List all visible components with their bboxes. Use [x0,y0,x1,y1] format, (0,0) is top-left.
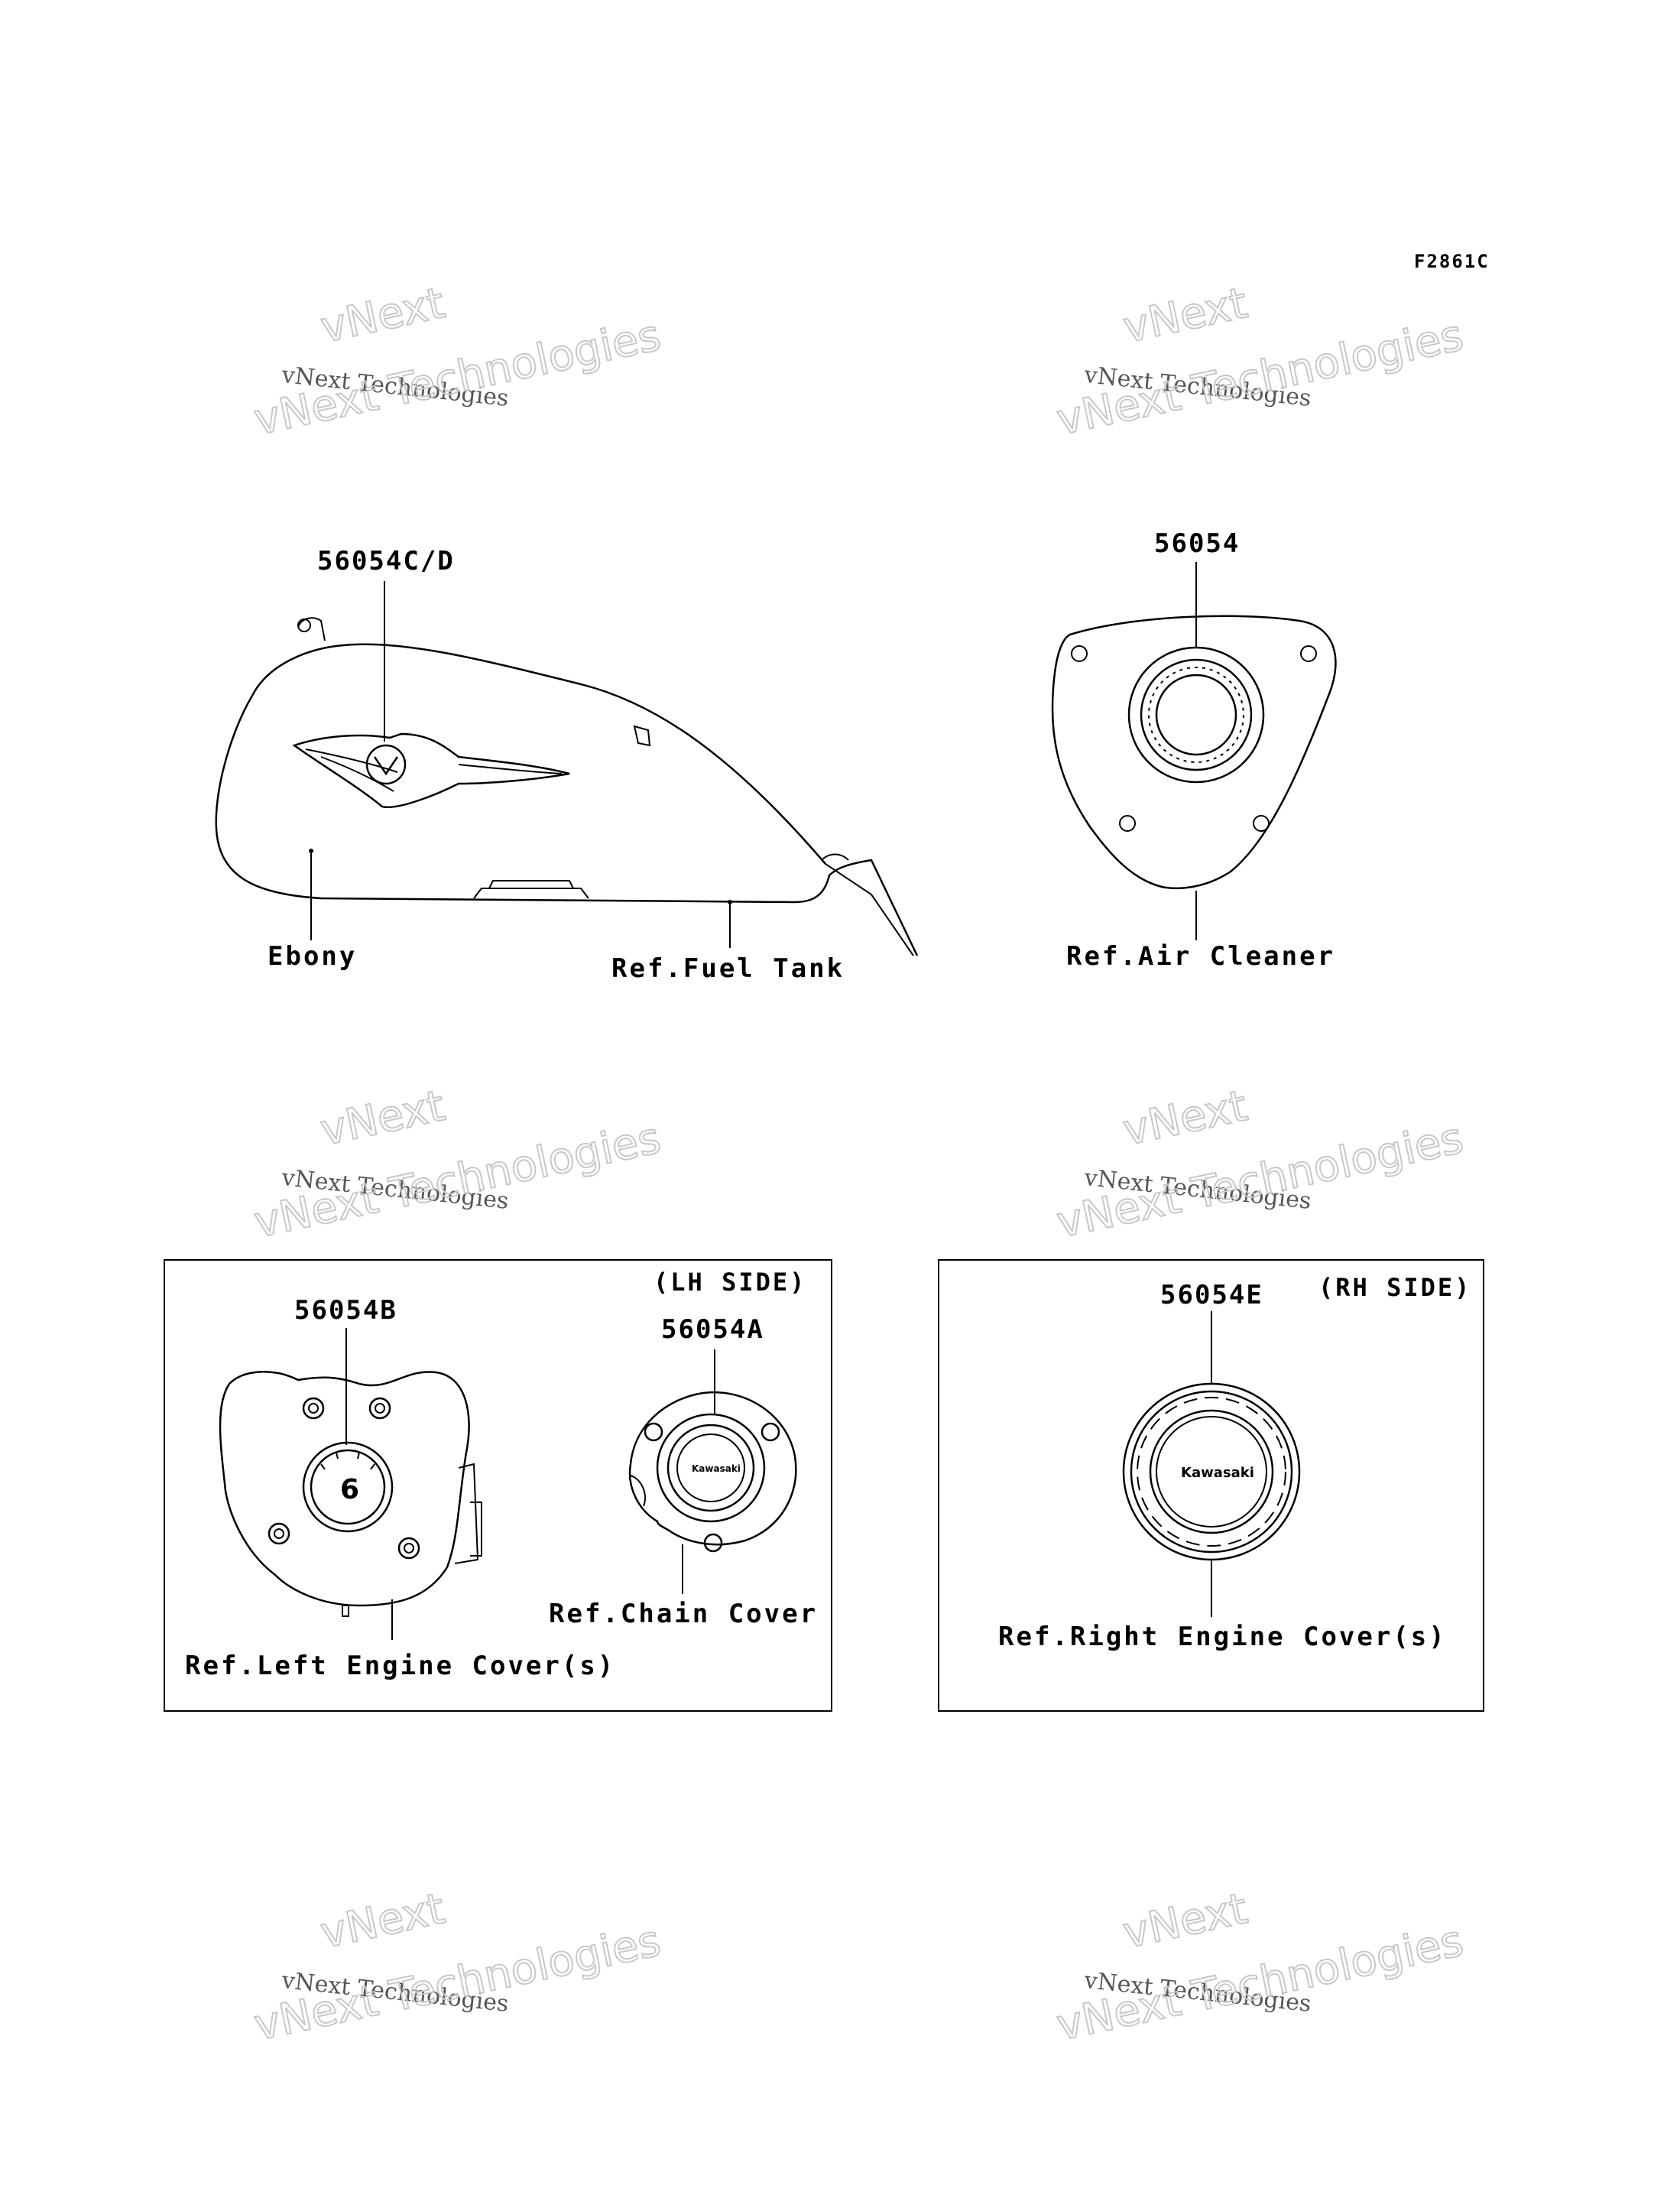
rh-side-label: (RH SIDE) [1318,1273,1471,1302]
watermark-2: vNext vNext Technologies vNext Technolog… [1052,278,1468,446]
chain-cover-emblem-text: Kawasaki [692,1463,741,1474]
svg-text:vNext: vNext [1119,1081,1252,1156]
watermark-4: vNext vNext Technologies vNext Technolog… [1052,1080,1468,1248]
part-number-56054CD: 56054C/D [317,546,455,576]
part-number-56054B: 56054B [294,1295,397,1326]
svg-text:vNext: vNext [316,1081,449,1156]
ref-label-air-cleaner: Ref.Air Cleaner [1066,941,1335,972]
rh-side-panel [938,1259,1484,1712]
part-number-56054: 56054 [1154,528,1240,559]
lh-side-label: (LH SIDE) [654,1268,806,1297]
svg-text:vNext: vNext [1119,1884,1252,1959]
chain-cover-drawing: Kawasaki [628,1391,797,1553]
ref-label-fuel-tank: Ref.Fuel Tank [611,953,845,984]
fuel-tank-drawing [215,617,919,956]
ref-label-chain-cover: Ref.Chain Cover [549,1599,818,1629]
dial-digit: 6 [340,1474,359,1505]
right-cover-emblem-text: Kawasaki [1181,1465,1254,1481]
ref-label-left-engine-cover: Ref.Left Engine Cover(s) [185,1651,615,1681]
right-engine-cover-drawing: Kawasaki [1122,1382,1301,1561]
svg-text:vNext: vNext [1119,278,1252,353]
air-cleaner-drawing [1051,615,1337,890]
part-number-56054E: 56054E [1160,1280,1263,1310]
watermark-5: vNext vNext Technologies vNext Technolog… [249,1883,666,2051]
left-engine-cover-drawing: 6 [219,1371,482,1617]
watermark-3: vNext vNext Technologies vNext Technolog… [249,1080,666,1248]
lh-side-panel [164,1259,832,1712]
watermark-6: vNext vNext Technologies vNext Technolog… [1052,1883,1468,2051]
svg-text:vNext: vNext [316,278,449,353]
figure-code: F2861C [1414,251,1490,272]
part-number-56054A: 56054A [661,1314,764,1345]
ref-label-right-engine-cover: Ref.Right Engine Cover(s) [998,1622,1447,1652]
svg-text:vNext: vNext [316,1884,449,1959]
color-label-ebony: Ebony [268,941,357,972]
watermark-1: vNext vNext Technologies vNext Technolog… [249,278,666,446]
